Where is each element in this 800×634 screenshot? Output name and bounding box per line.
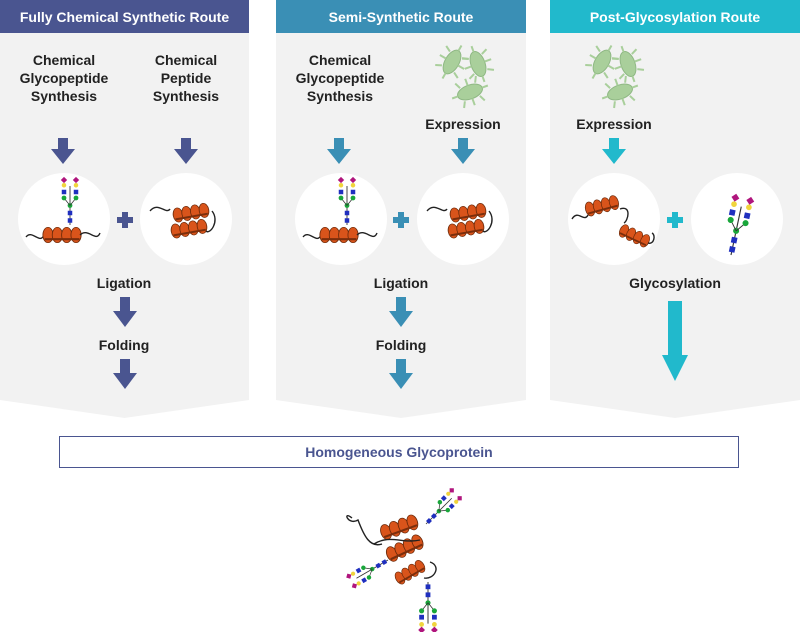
glycopeptide-icon [302,176,378,244]
glycan-icon [719,192,756,258]
route-title: Semi-Synthetic Route [276,0,526,33]
step-glycosylation: Glycosylation [629,275,721,291]
arrow-down-icon [174,138,198,164]
step-ligation: Ligation [373,275,429,291]
input-label-chemical-peptide: Chemical Peptide Synthesis [152,52,220,104]
plus-icon [667,212,683,228]
peptide-circle [140,173,232,265]
input-label-chemical-glycopeptide: Chemical Glycopeptide Synthesis [19,52,109,104]
plus-icon [393,212,409,228]
result-label: Homogeneous Glycoprotein [305,444,493,460]
step-folding: Folding [375,337,427,353]
arrow-down-icon [51,138,75,164]
input-label-expression: Expression [425,116,501,132]
arrow-down-icon [389,297,413,327]
plus-icon [117,212,133,228]
glycopeptide-circle [295,173,387,265]
folded-protein-icon [571,193,655,250]
arrow-down-icon [113,297,137,327]
peptide-circle [417,173,509,265]
expression-cells-icon [424,40,504,110]
peptide-icon [426,201,493,241]
peptide-icon [149,201,216,241]
route-title: Post-Glycosylation Route [550,0,800,33]
step-ligation: Ligation [96,275,152,291]
route-panel-post-glycosylation: Post-Glycosylation Route Expression Glyc… [550,0,800,420]
route-panel-semi-synthetic: Semi-Synthetic Route Chemical Glycopepti… [276,0,526,420]
arrow-down-icon [389,359,413,389]
result-box: Homogeneous Glycoprotein [59,436,739,468]
arrow-down-icon [113,359,137,389]
glycan-circle [691,173,783,265]
input-label-chemical-glycopeptide: Chemical Glycopeptide Synthesis [295,52,385,104]
arrow-down-icon [451,138,475,164]
glycoprotein-icon [344,485,465,632]
route-title: Fully Chemical Synthetic Route [0,0,249,33]
glycopeptide-circle [18,173,110,265]
route-panel-fully-chemical: Fully Chemical Synthetic Route Chemical … [0,0,249,420]
input-label-expression: Expression [576,116,652,132]
arrow-down-icon [662,301,688,381]
glycopeptide-icon [25,176,101,244]
arrow-down-icon [602,138,626,164]
step-folding: Folding [98,337,150,353]
arrow-down-icon [327,138,351,164]
protein-circle [568,173,660,265]
expression-cells-icon [574,40,654,110]
